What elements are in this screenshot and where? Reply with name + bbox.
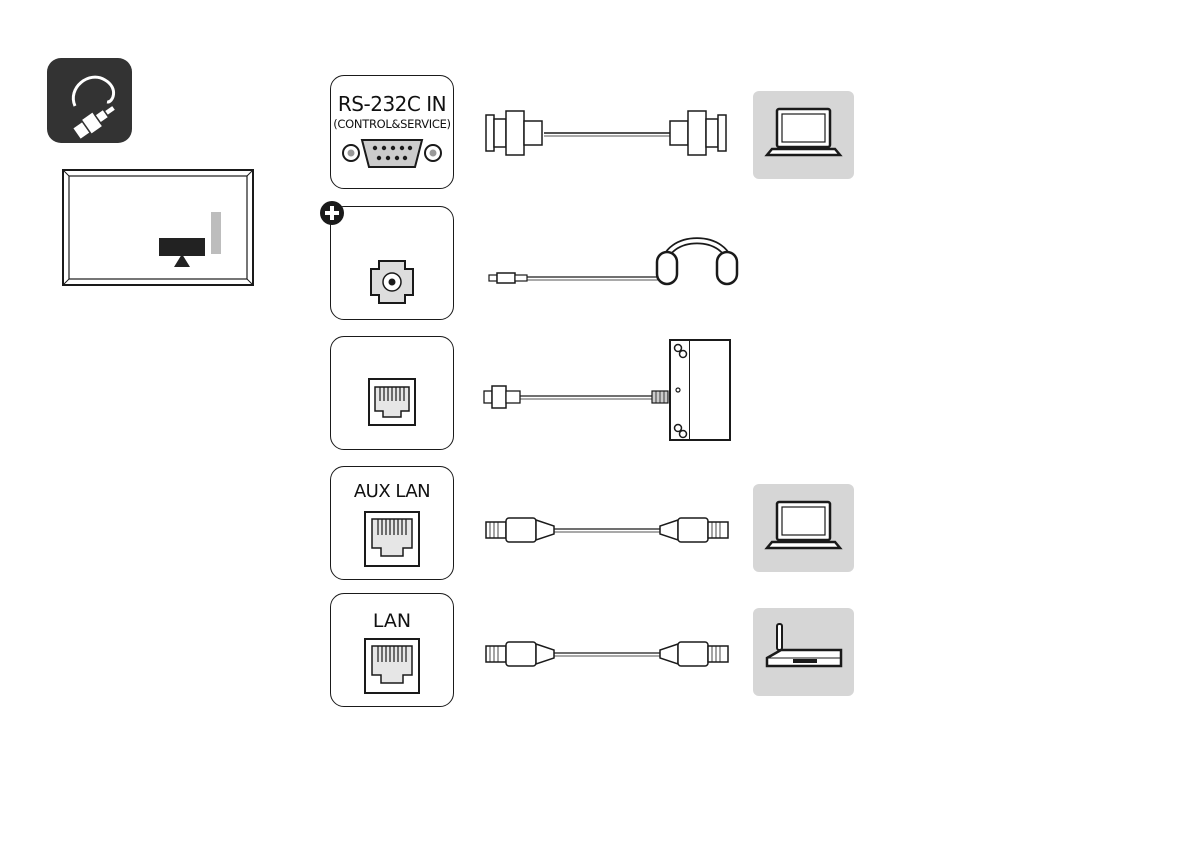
ir-receiver-icon	[668, 336, 734, 444]
laptop-icon	[753, 484, 854, 572]
headphones-icon	[652, 222, 742, 302]
router-icon	[753, 608, 854, 696]
lan-ethernet-cable	[482, 634, 732, 674]
aux-lan-label: AUX LAN	[331, 481, 453, 502]
rs232-label: RS-232C IN	[331, 92, 453, 116]
aux-lan-port-panel: AUX LAN	[330, 466, 454, 580]
laptop-tile-aux-lan	[753, 484, 854, 572]
aux-lan-ethernet-cable	[482, 510, 732, 550]
laptop-tile-rs232	[753, 91, 854, 179]
lan-rj45-jack-icon	[363, 637, 421, 695]
rs232-serial-cable	[482, 103, 732, 163]
cable-plug-icon	[47, 58, 132, 143]
ir-port-panel	[330, 336, 454, 450]
laptop-icon	[753, 91, 854, 179]
rs232-sublabel: (CONTROL&SERVICE)	[331, 117, 453, 131]
ir-cable	[480, 378, 680, 418]
router-tile-lan	[753, 608, 854, 696]
audio-out-port-panel	[330, 206, 454, 320]
cable-badge	[47, 58, 132, 143]
lan-port-panel: LAN	[330, 593, 454, 707]
rs232-port-panel: RS-232C IN (CONTROL&SERVICE)	[330, 75, 454, 189]
lan-label: LAN	[331, 610, 453, 632]
audio-jack-icon	[369, 259, 415, 305]
db9-connector-icon	[342, 137, 442, 177]
rj-jack-icon	[367, 377, 417, 427]
aux-lan-rj45-jack-icon	[363, 510, 421, 568]
display-rear-icon	[63, 170, 253, 290]
plus-circle-icon	[319, 200, 345, 226]
